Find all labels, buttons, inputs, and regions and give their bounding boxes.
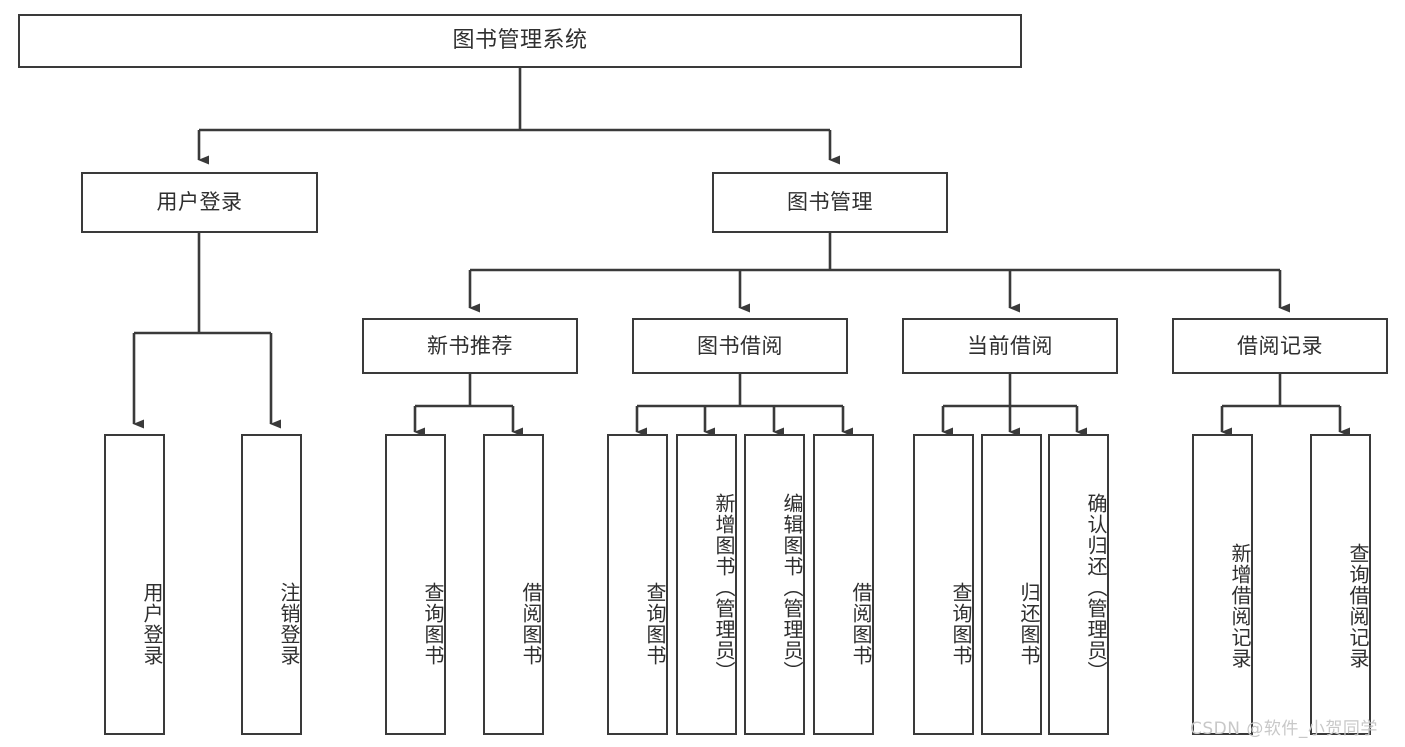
leaf-current-return-book[interactable]: 归还图书	[981, 434, 1042, 735]
leaf-borrow-borrow-book[interactable]: 借阅图书	[813, 434, 874, 735]
leaf-borrow-query-book[interactable]: 查询图书	[607, 434, 668, 735]
node-user-login[interactable]: 用户登录	[81, 172, 318, 233]
leaf-current-query-book[interactable]: 查询图书	[913, 434, 974, 735]
node-current-borrow[interactable]: 当前借阅	[902, 318, 1118, 374]
leaf-user-login-login[interactable]: 用户登录	[104, 434, 165, 735]
leaf-recommend-query-book[interactable]: 查询图书	[385, 434, 446, 735]
leaf-current-confirm-return-admin[interactable]: 确认归还（管理员）	[1048, 434, 1109, 735]
node-book-management[interactable]: 图书管理	[712, 172, 948, 233]
leaf-record-query-record[interactable]: 查询借阅记录	[1310, 434, 1371, 735]
leaf-user-login-logout[interactable]: 注销登录	[241, 434, 302, 735]
node-label: 图书管理系统	[452, 28, 588, 54]
node-label: 编辑图书（管理员）	[780, 493, 804, 682]
node-label: 图书借阅	[697, 333, 783, 358]
node-borrow-record[interactable]: 借阅记录	[1172, 318, 1388, 374]
csdn-watermark: CSDN @软件_小贺同学	[1190, 719, 1378, 739]
leaf-borrow-edit-book-admin[interactable]: 编辑图书（管理员）	[744, 434, 805, 735]
node-label: 查询图书	[949, 581, 973, 666]
node-label: 查询图书	[643, 581, 667, 666]
node-label: 借阅图书	[519, 581, 543, 666]
node-label: 当前借阅	[967, 333, 1053, 358]
node-label: 借阅图书	[849, 581, 873, 666]
node-label: 注销登录	[277, 581, 301, 666]
node-new-book-recommend[interactable]: 新书推荐	[362, 318, 578, 374]
node-root-system[interactable]: 图书管理系统	[18, 14, 1022, 68]
leaf-record-add-record[interactable]: 新增借阅记录	[1192, 434, 1253, 735]
leaf-borrow-add-book-admin[interactable]: 新增图书（管理员）	[676, 434, 737, 735]
node-label: 新增图书（管理员）	[712, 493, 736, 682]
node-label: 用户登录	[156, 190, 243, 215]
node-label: 新增借阅记录	[1228, 542, 1252, 669]
node-book-borrow[interactable]: 图书借阅	[632, 318, 848, 374]
node-label: 用户登录	[140, 581, 164, 666]
leaf-recommend-borrow-book[interactable]: 借阅图书	[483, 434, 544, 735]
node-label: 查询图书	[421, 581, 445, 666]
node-label: 确认归还（管理员）	[1084, 493, 1108, 682]
node-label: 图书管理	[787, 190, 873, 215]
node-label: 查询借阅记录	[1346, 542, 1370, 669]
node-label: 借阅记录	[1237, 333, 1323, 358]
node-label: 归还图书	[1017, 581, 1041, 666]
node-label: 新书推荐	[427, 333, 513, 358]
